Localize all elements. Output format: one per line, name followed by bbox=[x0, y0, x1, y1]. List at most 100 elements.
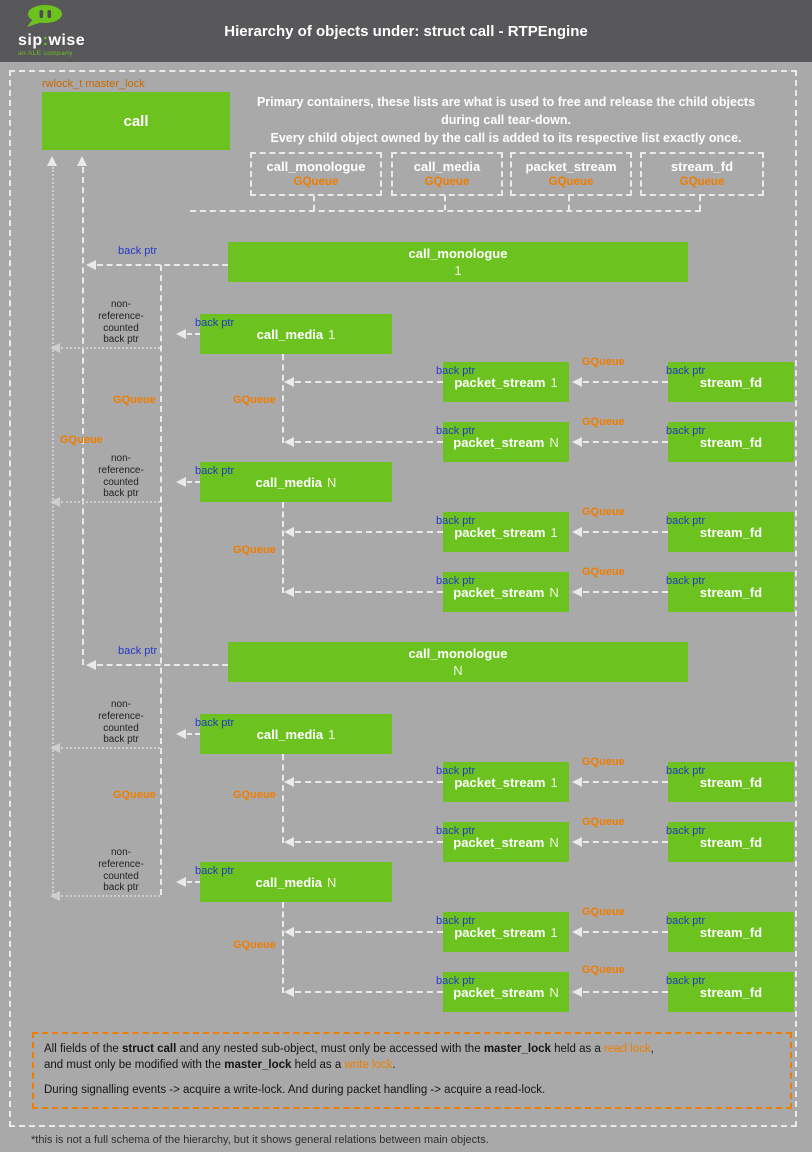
connector bbox=[583, 781, 668, 783]
connector bbox=[282, 754, 284, 843]
connector bbox=[295, 991, 443, 993]
connector bbox=[295, 531, 443, 533]
node-packet-stream: packet_stream 1 bbox=[443, 912, 569, 952]
connector-dotted bbox=[61, 347, 160, 349]
gqueue-label: GQueue bbox=[582, 356, 625, 368]
connector bbox=[583, 441, 668, 443]
back-ptr-label: back ptr bbox=[436, 425, 476, 437]
connector bbox=[187, 481, 200, 483]
node-suffix: 1 bbox=[550, 924, 558, 940]
node-packet-stream: packet_stream 1 bbox=[443, 762, 569, 802]
node-packet-stream: packet_stream 1 bbox=[443, 362, 569, 402]
node-label: stream_fd bbox=[699, 984, 763, 1000]
back-ptr-label: back ptr bbox=[666, 975, 706, 987]
arrowhead-left bbox=[176, 877, 186, 887]
node-label: stream_fd bbox=[699, 774, 763, 790]
connector bbox=[583, 991, 668, 993]
connector bbox=[187, 733, 200, 735]
node-label: packet_stream bbox=[454, 374, 546, 390]
arrowhead-left bbox=[572, 587, 582, 597]
container-call-monologue: call_monologue GQueue bbox=[250, 152, 382, 196]
back-ptr-label: back ptr bbox=[436, 365, 476, 377]
arrowhead-left bbox=[284, 987, 294, 997]
node-stream-fd: stream_fd bbox=[668, 362, 794, 402]
gqueue-label: GQueue bbox=[582, 506, 625, 518]
connector bbox=[97, 264, 228, 266]
node-suffix: 1 bbox=[328, 326, 336, 342]
connector bbox=[583, 531, 668, 533]
arrowhead-left bbox=[284, 527, 294, 537]
node-packet-stream: packet_stream N bbox=[443, 422, 569, 462]
gqueue-label: GQueue bbox=[233, 544, 276, 556]
gqueue-label: GQueue bbox=[113, 394, 156, 406]
container-packet-stream: packet_stream GQueue bbox=[510, 152, 632, 196]
node-label: stream_fd bbox=[699, 584, 763, 600]
connector bbox=[295, 591, 443, 593]
back-ptr-label: back ptr bbox=[436, 765, 476, 777]
header-bar: sip:wise an ALE company Hierarchy of obj… bbox=[0, 0, 812, 62]
node-call: call bbox=[42, 92, 230, 150]
node-label: call_monologue bbox=[408, 645, 508, 661]
arrowhead-left bbox=[284, 377, 294, 387]
legend-box: All fields of the struct call and any ne… bbox=[32, 1032, 792, 1110]
node-call-media-1: call_media 1 bbox=[200, 314, 392, 354]
container-type: GQueue bbox=[679, 175, 725, 188]
node-label: packet_stream bbox=[453, 584, 545, 600]
back-ptr-label: back ptr bbox=[436, 915, 476, 927]
connector-gqueue-trunk bbox=[52, 167, 54, 895]
node-label: packet_stream bbox=[453, 834, 545, 850]
back-ptr-label: back ptr bbox=[195, 465, 235, 477]
logo-colon: : bbox=[42, 32, 49, 49]
logo-wordmark: sip:wise bbox=[18, 33, 108, 49]
connector bbox=[187, 333, 200, 335]
node-label: call_monologue bbox=[408, 245, 508, 261]
node-label: stream_fd bbox=[699, 834, 763, 850]
connector bbox=[282, 502, 284, 593]
arrowhead-left bbox=[572, 987, 582, 997]
arrowhead-left bbox=[284, 587, 294, 597]
node-label: stream_fd bbox=[699, 434, 763, 450]
node-call-monologue-n: call_monologue N bbox=[228, 642, 688, 682]
footnote: *this is not a full schema of the hierar… bbox=[31, 1134, 489, 1146]
node-label: call_media bbox=[256, 326, 324, 342]
arrowhead-left bbox=[284, 777, 294, 787]
connector-dotted bbox=[61, 501, 160, 503]
back-ptr-label: back ptr bbox=[666, 575, 706, 587]
connector-dotted bbox=[61, 747, 160, 749]
back-ptr-label: back ptr bbox=[436, 515, 476, 527]
page-title: Hierarchy of objects under: struct call … bbox=[224, 23, 588, 40]
gqueue-label: GQueue bbox=[113, 789, 156, 801]
connector bbox=[282, 902, 284, 993]
gqueue-label: GQueue bbox=[233, 394, 276, 406]
connector bbox=[699, 196, 701, 210]
back-ptr-label: back ptr bbox=[666, 425, 706, 437]
gqueue-label: GQueue bbox=[582, 566, 625, 578]
arrowhead-left bbox=[572, 927, 582, 937]
node-packet-stream: packet_stream 1 bbox=[443, 512, 569, 552]
back-ptr-label: back ptr bbox=[118, 645, 158, 657]
arrowhead-left bbox=[176, 329, 186, 339]
gqueue-label: GQueue bbox=[582, 906, 625, 918]
node-call-media-n: call_media N bbox=[200, 862, 392, 902]
connector bbox=[313, 196, 315, 210]
node-stream-fd: stream_fd bbox=[668, 822, 794, 862]
arrowhead-left bbox=[176, 729, 186, 739]
node-stream-fd: stream_fd bbox=[668, 572, 794, 612]
container-type: GQueue bbox=[293, 175, 339, 188]
connector bbox=[444, 196, 446, 210]
node-label: stream_fd bbox=[699, 924, 763, 940]
node-label: packet_stream bbox=[453, 434, 545, 450]
arrowhead-left bbox=[86, 660, 96, 670]
container-name: call_monologue bbox=[266, 158, 366, 174]
container-name: stream_fd bbox=[670, 158, 734, 174]
node-packet-stream: packet_stream N bbox=[443, 972, 569, 1012]
connector bbox=[97, 664, 228, 666]
arrowhead-left bbox=[572, 777, 582, 787]
container-name: packet_stream bbox=[525, 158, 617, 174]
legend-line-1: All fields of the struct call and any ne… bbox=[44, 1043, 654, 1055]
node-suffix: N bbox=[453, 662, 463, 678]
back-ptr-label: back ptr bbox=[666, 915, 706, 927]
node-call-monologue-1: call_monologue 1 bbox=[228, 242, 688, 282]
node-suffix: N bbox=[549, 984, 559, 1000]
